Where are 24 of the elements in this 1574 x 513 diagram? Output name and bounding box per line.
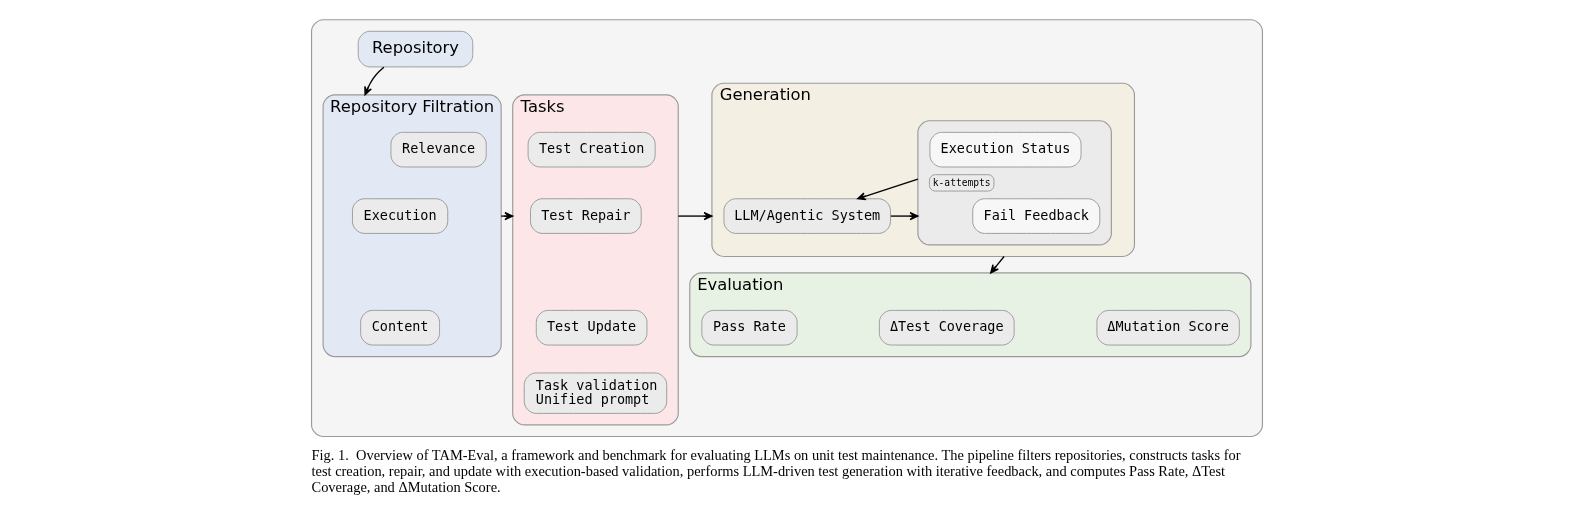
- node-box: Execution: [351, 198, 449, 234]
- node-box: Execution Status: [929, 131, 1082, 168]
- node-box: Relevance: [390, 131, 487, 168]
- node-box: LLM/Agentic System: [723, 198, 891, 234]
- caption: Fig. 1. Overview of TAM-Eval, a framework and benchmark for evaluating LLMs on unit test maintenance. The pipeline filters repositories, constructs tasks for test creation, repair, and update with execution-based validation, performs LLM-driven test generation with iterative feedback, and computes Pass Rate, ΔTest Coverage, and ΔMutation Score.: [311, 446, 1241, 496]
- arrow: [890, 211, 919, 221]
- arrow: [990, 255, 1005, 274]
- node-box: ΔMutation Score: [1096, 309, 1240, 346]
- node-box: Task validation Unified prompt: [523, 372, 668, 414]
- cluster: [310, 19, 1264, 438]
- cluster: [917, 120, 1112, 246]
- node-box: Repository: [357, 30, 474, 68]
- node-box: ΔTest Coverage: [878, 309, 1015, 346]
- edge-label: k-attempts: [932, 176, 991, 188]
- node-box: Test Repair: [530, 198, 642, 234]
- arrow: [500, 211, 514, 221]
- arrow: [364, 66, 385, 96]
- node-box: Content: [360, 309, 441, 346]
- node-box: Test Creation: [527, 131, 656, 168]
- node-box: Fail Feedback: [972, 198, 1101, 234]
- node-box: Pass Rate: [701, 309, 798, 346]
- arrow: [857, 178, 919, 201]
- node-box: Test Update: [535, 309, 648, 346]
- arrow: [677, 211, 713, 221]
